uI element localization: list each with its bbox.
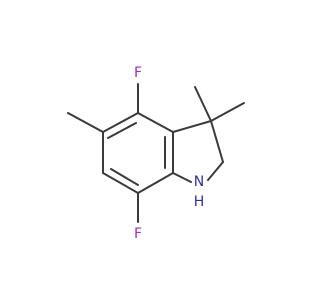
bond-c3-methyl-b	[210, 102, 245, 122]
fluorine-bottom-label: F	[134, 226, 142, 242]
bond-c3-c2	[210, 120, 224, 163]
nitrogen-label: N	[194, 174, 204, 190]
structure-canvas: F F N H	[67, 65, 245, 242]
fluorine-top-label: F	[134, 65, 142, 81]
bond-n-c7a	[172, 172, 192, 183]
molecule-drawing: F F N H	[67, 65, 245, 242]
bond-c3-methyl-a	[194, 86, 212, 122]
bond-c6-c7-inner	[110, 168, 139, 186]
bond-c5-methyl	[67, 112, 104, 133]
bond-c4-c5	[102, 112, 139, 133]
bond-c3a-c4	[137, 112, 174, 133]
hydrogen-label: H	[194, 194, 205, 210]
bond-c2-n	[207, 161, 224, 181]
bond-c6-c7	[102, 172, 139, 194]
bond-c4-c5-inner	[107, 122, 137, 139]
bond-c7-c7a	[137, 172, 174, 194]
bond-c3a-c3	[172, 120, 212, 133]
